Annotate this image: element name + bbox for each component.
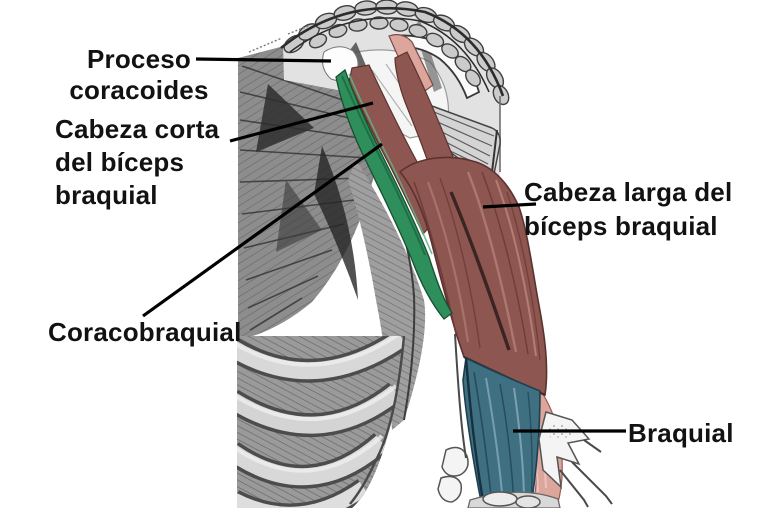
engraving-micro-text	[248, 25, 309, 53]
label-line: bíceps braquial	[524, 211, 718, 241]
label-braquial: Braquial	[628, 417, 734, 449]
leader-coracobraquial	[142, 142, 383, 318]
label-cabeza-larga: Cabeza larga del bíceps braquial	[524, 175, 732, 243]
label-line: Coracobraquial	[48, 317, 242, 347]
leader-cabeza-larga	[482, 202, 537, 209]
label-coracobraquial: Coracobraquial	[48, 316, 242, 348]
label-line: braquial	[55, 180, 158, 210]
leader-lines	[142, 57, 626, 433]
label-line: Braquial	[628, 418, 734, 448]
brachialis-blue	[462, 356, 541, 507]
label-line: coracoides	[69, 75, 209, 105]
arm-contour-line	[454, 333, 467, 459]
label-line: Proceso	[86, 44, 191, 74]
biceps-belly	[398, 156, 548, 397]
bone-spur-lines	[559, 439, 613, 508]
label-line: del bíceps	[55, 147, 185, 177]
label-line: Cabeza larga del	[524, 177, 733, 207]
coracobrachialis-green	[335, 68, 453, 320]
leader-cabeza-corta	[229, 101, 374, 143]
label-cabeza-corta: Cabeza corta del bíceps braquial	[55, 113, 219, 212]
label-line: Cabeza corta	[55, 114, 220, 144]
label-proceso-coracoides: Proceso coracoides	[36, 44, 242, 106]
leader-proceso-coracoides	[195, 57, 332, 63]
